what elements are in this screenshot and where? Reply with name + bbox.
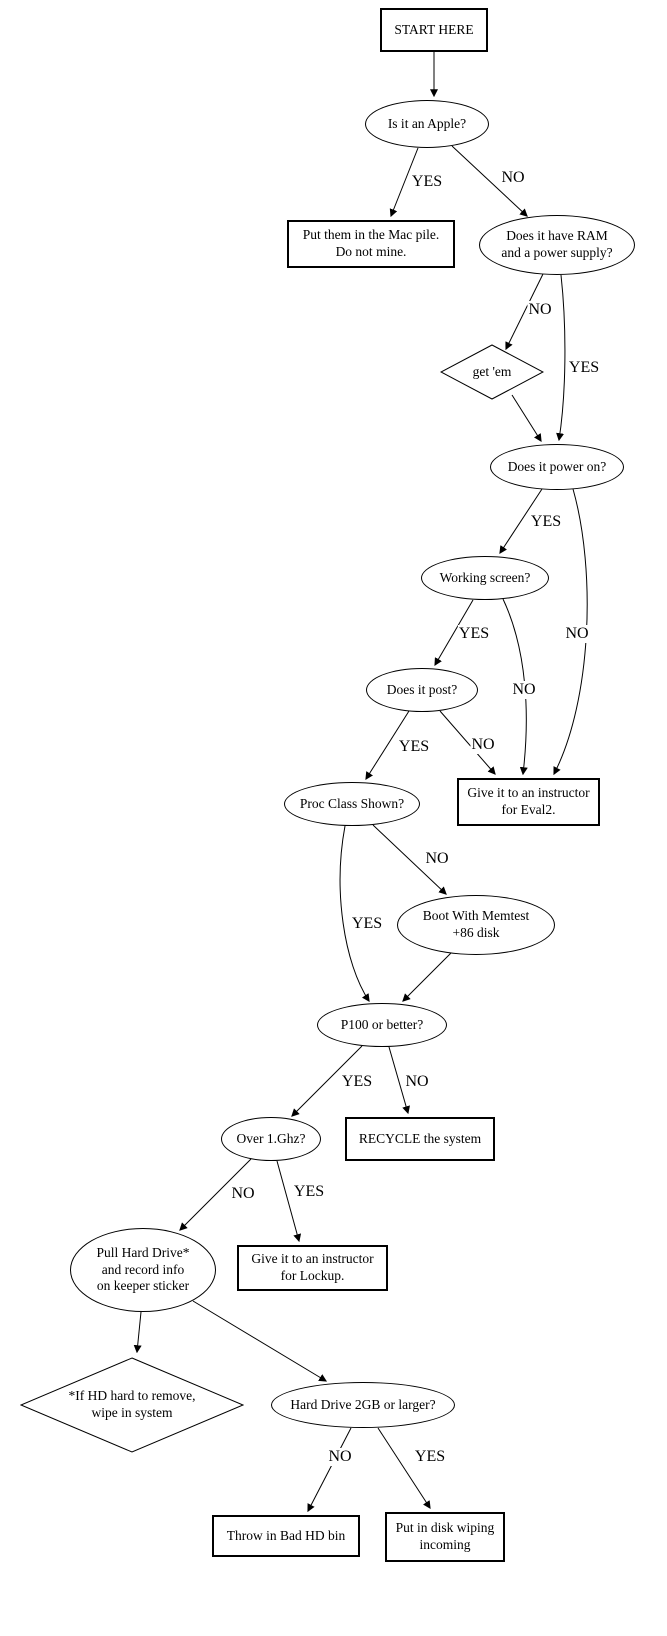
node-label: Do not mine. [335, 244, 407, 259]
edge-hd2gb-no [307, 1427, 352, 1513]
edge-label-ram-no: NO [527, 301, 553, 319]
node-label: +86 disk [452, 925, 500, 940]
node-label: get 'em [472, 363, 512, 379]
node-label: START HERE [394, 21, 474, 37]
node-has-ram-power-supply: Does it have RAM and a power supply? [479, 215, 635, 275]
node-label: incoming [419, 1537, 471, 1552]
node-label: P100 or better? [340, 1016, 424, 1032]
edge-label-hd2gb-yes: YES [413, 1448, 447, 1466]
node-label: Does it post? [386, 681, 458, 697]
edge-getem-to-power [511, 394, 542, 443]
node-working-screen: Working screen? [421, 556, 549, 600]
node-get-em: get 'em [440, 344, 544, 400]
node-instructor-eval2: Give it to an instructor for Eval2. [457, 778, 600, 826]
node-label: Throw in Bad HD bin [226, 1527, 346, 1543]
edge-post-yes [365, 710, 410, 781]
node-pull-hard-drive: Pull Hard Drive* and record info on keep… [70, 1228, 216, 1312]
node-label: wipe in system [91, 1405, 173, 1420]
node-over-1ghz: Over 1.Ghz? [221, 1117, 321, 1161]
node-is-it-an-apple: Is it an Apple? [365, 100, 489, 148]
edge-label-screen-yes: YES [457, 625, 491, 643]
node-label: Put in disk wiping [395, 1520, 495, 1536]
edge-label-ghz-yes: YES [292, 1183, 326, 1201]
node-does-it-post: Does it post? [366, 668, 478, 712]
diamond-shape [20, 1357, 244, 1453]
edge-label-power-no: NO [564, 625, 590, 643]
node-label: Does it have RAM [506, 228, 608, 244]
node-label: Does it power on? [507, 458, 607, 474]
node-label: Hard Drive 2GB or larger? [290, 1396, 436, 1412]
node-mac-pile: Put them in the Mac pile. Do not mine. [287, 220, 455, 268]
node-label: Working screen? [439, 569, 531, 585]
edge-label-ghz-no: NO [230, 1185, 256, 1203]
edge-ram-no [505, 273, 544, 351]
edge-label-proc-no: NO [424, 850, 450, 868]
edge-ghz-yes [276, 1160, 302, 1243]
node-label: and a power supply? [501, 245, 613, 260]
edge-post-no [439, 710, 496, 775]
edge-ghz-no [179, 1158, 252, 1231]
edge-hd2gb-yes [377, 1427, 431, 1510]
node-bad-hd-bin: Throw in Bad HD bin [212, 1515, 360, 1557]
node-label: Boot With Memtest [422, 908, 530, 924]
edge-memtest-to-p100 [402, 952, 452, 1002]
node-p100-or-better: P100 or better? [317, 1003, 447, 1047]
node-label: *If HD hard to remove, [68, 1388, 196, 1404]
edge-pullhd-to-note [133, 1311, 142, 1354]
edge-apple-no [451, 145, 528, 217]
diamond-shape [440, 344, 544, 400]
node-does-it-power-on: Does it power on? [490, 444, 624, 490]
edge-p100-yes [291, 1045, 363, 1117]
node-label: Put them in the Mac pile. [302, 227, 440, 243]
node-instructor-lockup: Give it to an instructor for Lockup. [237, 1245, 388, 1291]
node-proc-class-shown: Proc Class Shown? [284, 782, 420, 826]
edge-power-yes [499, 488, 543, 555]
node-hd-hard-to-remove: *If HD hard to remove, wipe in system [20, 1357, 244, 1453]
node-label: Pull Hard Drive* [96, 1244, 190, 1260]
edge-label-post-yes: YES [397, 738, 431, 756]
node-recycle-system: RECYCLE the system [345, 1117, 495, 1161]
edge-label-ram-yes: YES [567, 359, 601, 377]
node-start-here: START HERE [380, 8, 488, 52]
node-hd-2gb-or-larger: Hard Drive 2GB or larger? [271, 1382, 455, 1428]
node-label: RECYCLE the system [358, 1130, 482, 1146]
node-boot-memtest: Boot With Memtest +86 disk [397, 895, 555, 955]
edge-label-apple-yes: YES [410, 173, 444, 191]
node-label: Is it an Apple? [387, 115, 467, 131]
node-label: Give it to an instructor [467, 785, 590, 801]
edge-label-post-no: NO [470, 736, 496, 754]
edge-apple-yes [389, 147, 419, 218]
edge-label-power-yes: YES [529, 513, 563, 531]
edge-label-p100-no: NO [404, 1073, 430, 1091]
edge-proc-no [372, 824, 447, 895]
edge-screen-yes [434, 599, 474, 667]
edge-label-proc-yes: YES [350, 915, 384, 933]
node-label: Proc Class Shown? [299, 795, 405, 811]
node-label: for Lockup. [280, 1268, 345, 1283]
node-disk-wiping-incoming: Put in disk wiping incoming [385, 1512, 505, 1562]
edge-label-p100-yes: YES [340, 1073, 374, 1091]
edge-pullhd-to-hd2gb [192, 1300, 328, 1382]
node-label: for Eval2. [501, 802, 556, 817]
node-label: on keeper sticker [96, 1278, 190, 1294]
edge-proc-yes [339, 825, 370, 1003]
edge-ram-yes [556, 274, 566, 442]
node-label: and record info [101, 1261, 185, 1277]
node-label: Give it to an instructor [251, 1251, 374, 1267]
edge-label-apple-no: NO [500, 169, 526, 187]
edge-p100-no [388, 1046, 410, 1115]
edge-label-hd2gb-no: NO [327, 1448, 353, 1466]
node-label: Over 1.Ghz? [236, 1130, 306, 1146]
edge-label-screen-no: NO [511, 681, 537, 699]
